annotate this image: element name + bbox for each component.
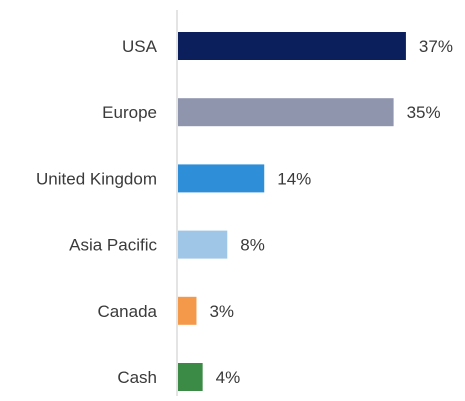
category-label: USA bbox=[122, 37, 158, 56]
category-label: Asia Pacific bbox=[69, 236, 157, 255]
value-label: 37% bbox=[419, 37, 453, 56]
bars-group: USA 37% Europe 35% United Kingdom 14% Asia Pac… bbox=[36, 32, 453, 391]
category-label: United Kingdom bbox=[36, 169, 157, 188]
bar-cash bbox=[178, 363, 203, 391]
value-label: 4% bbox=[216, 368, 241, 387]
value-label: 35% bbox=[407, 103, 441, 122]
bar-usa bbox=[178, 32, 406, 60]
bar-canada bbox=[178, 296, 197, 325]
bar-europe bbox=[178, 98, 394, 127]
value-label: 8% bbox=[240, 236, 265, 255]
bar-asia-pacific bbox=[178, 230, 228, 259]
category-label: Canada bbox=[97, 302, 157, 321]
bar-united-kingdom bbox=[178, 164, 265, 193]
category-label: Europe bbox=[102, 103, 157, 122]
category-label: Cash bbox=[117, 368, 157, 387]
value-label: 14% bbox=[277, 169, 311, 188]
value-label: 3% bbox=[209, 302, 234, 321]
